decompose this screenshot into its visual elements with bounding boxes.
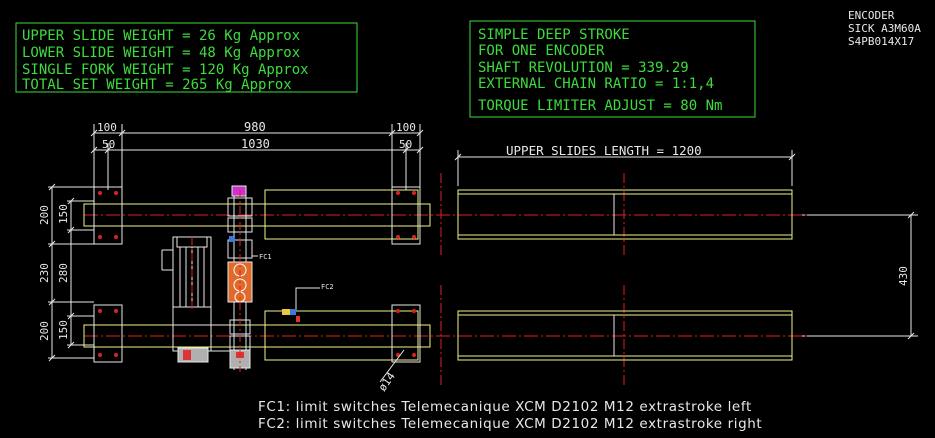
stroke-line-1: SIMPLE DEEP STROKE: [478, 27, 630, 43]
motor-coupling-marker: [183, 350, 191, 360]
encoder-line-2: SICK A3M60A: [848, 22, 921, 35]
hole-diameter-callout: ø14: [376, 349, 405, 394]
upper-slide: [457, 189, 793, 240]
drive-motor: [161, 236, 232, 352]
dim-right-430: 430: [897, 266, 910, 286]
motor-mounting-bracket: [172, 306, 212, 326]
upper-left-mount-plate: [93, 186, 123, 245]
weights-box-frame: [15, 22, 358, 93]
dim-top-980: 980: [244, 120, 266, 134]
dim-mid-right-50: 50: [399, 138, 412, 151]
lower-lower-slide: [83, 324, 431, 348]
weights-line-1: UPPER SLIDE WEIGHT = 26 Kg Approx: [22, 28, 300, 44]
left-dimensions: [48, 183, 94, 362]
legend-fc2: FC2: limit switches Telemecanique XCM D2…: [258, 416, 762, 432]
weights-line-3: SINGLE FORK WEIGHT = 120 Kg Approx: [22, 62, 309, 78]
stroke-box-frame: [469, 20, 756, 118]
lower-guide-block: [264, 310, 419, 361]
fc2-callout: FC2: [282, 283, 334, 322]
dim-left-150-bottom: 150: [57, 320, 70, 340]
fc1-callout: FC1: [252, 253, 272, 261]
upper-mount-holes: [98, 191, 416, 239]
upper-slides-length-dimension: [454, 150, 796, 186]
centerlines: [84, 173, 810, 385]
encoder-line-1: ENCODER: [848, 9, 895, 22]
weights-line-4: TOTAL SET WEIGHT = 265 Kg Approx: [22, 77, 292, 93]
stroke-note-box: SIMPLE DEEP STROKE FOR ONE ENCODER SHAFT…: [469, 20, 756, 118]
motor-coupling: [177, 347, 209, 363]
dim-left-200-top: 200: [38, 205, 51, 225]
encoder-line-3: S4PB014X17: [848, 35, 914, 48]
stroke-line-2: FOR ONE ENCODER: [478, 43, 605, 59]
right-dimension: [795, 211, 918, 340]
top-dimensions: [90, 124, 424, 190]
dim-mid-left-50: 50: [102, 138, 115, 151]
encoder-note: ENCODER SICK A3M60A S4PB014X17: [848, 9, 921, 48]
lower-right-mount-plate: [391, 304, 421, 363]
upper-rail-assembly: [83, 186, 793, 245]
dim-top-right-100: 100: [396, 121, 416, 134]
stroke-line-3: SHAFT REVOLUTION = 339.29: [478, 60, 689, 76]
dim-hole-diameter: ø14: [376, 370, 398, 394]
legend-fc1: FC1: limit switches Telemecanique XCM D2…: [258, 399, 752, 415]
lower-slide: [457, 310, 793, 361]
dim-left-150-top: 150: [57, 204, 70, 224]
fc1-switch: [229, 236, 235, 242]
lower-left-mount-plate: [93, 304, 123, 363]
fc1-label: FC1: [259, 253, 272, 261]
weights-line-2: LOWER SLIDE WEIGHT = 48 Kg Approx: [22, 45, 300, 61]
dim-upper-slides-length: UPPER SLIDES LENGTH = 1200: [506, 143, 702, 158]
upper-right-mount-plate: [391, 186, 421, 245]
dim-left-200-bottom: 200: [38, 321, 51, 341]
dim-left-280: 280: [57, 263, 70, 283]
upper-lower-slide: [83, 203, 431, 227]
stroke-line-5: TORQUE LIMITER ADJUST = 80 Nm: [478, 98, 722, 114]
dim-left-230: 230: [38, 263, 51, 283]
fc2-switch: [282, 309, 290, 315]
encoder-housing: [231, 185, 247, 197]
dim-top-left-100: 100: [97, 121, 117, 134]
lower-mount-holes: [98, 309, 416, 357]
upper-guide-block: [264, 189, 419, 240]
fc2-label: FC2: [321, 283, 334, 291]
stroke-line-4: EXTERNAL CHAIN RATIO = 1:1,4: [478, 76, 714, 92]
weights-note-box: UPPER SLIDE WEIGHT = 26 Kg Approx LOWER …: [15, 22, 358, 93]
lower-rail-assembly: [83, 304, 793, 363]
dim-mid-1030: 1030: [241, 137, 270, 151]
